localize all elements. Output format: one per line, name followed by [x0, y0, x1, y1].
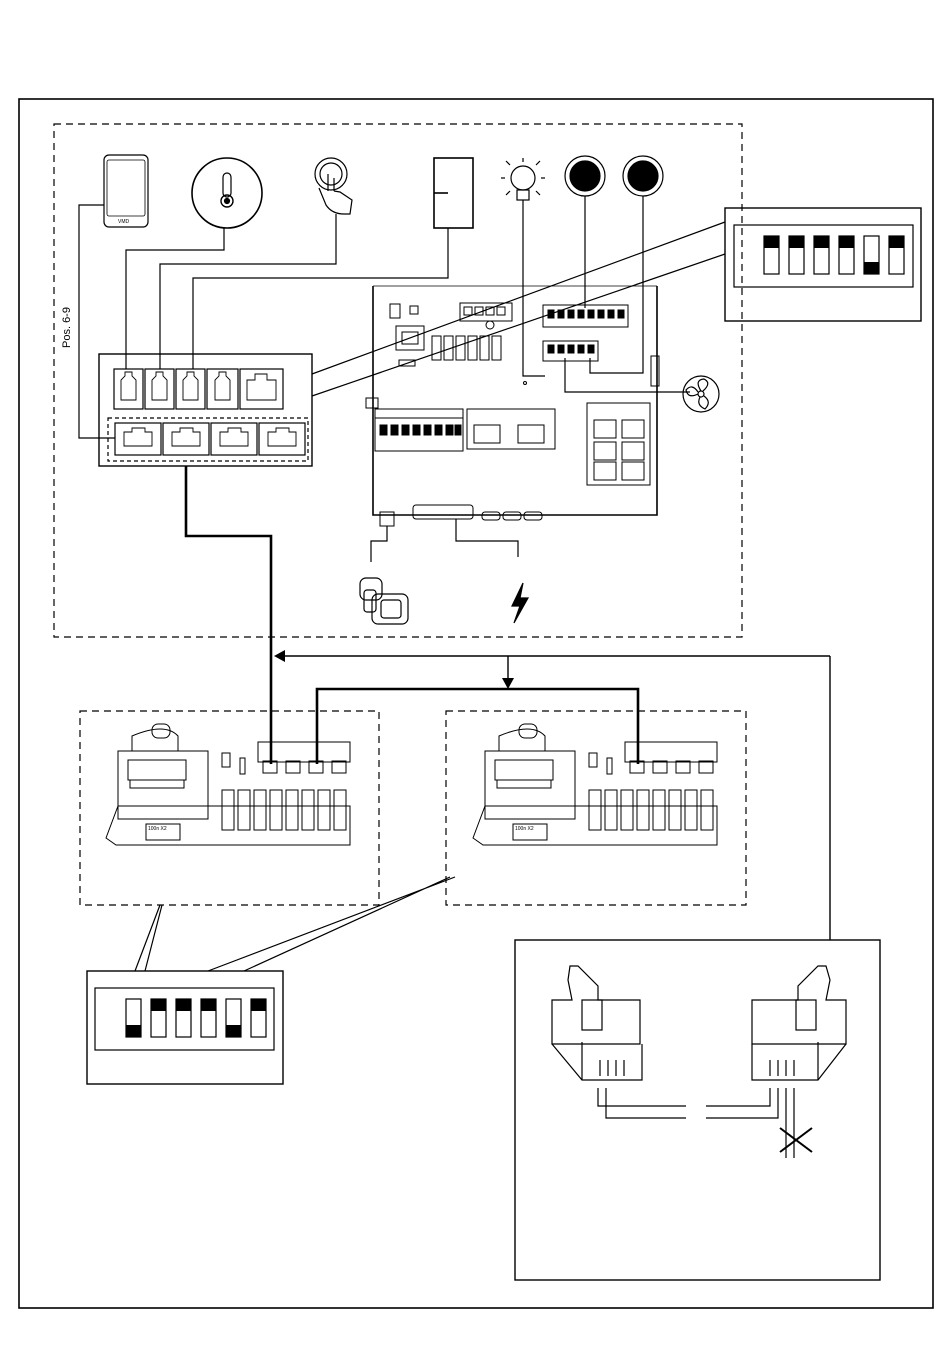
pcb-marking: 100n X2 — [148, 826, 167, 832]
rj-connector-icon — [552, 966, 642, 1080]
dip-callout-lines — [312, 222, 725, 396]
indicator-light-icon — [565, 156, 605, 196]
indicator-light-icon — [623, 156, 663, 196]
dip-knob-up — [839, 236, 854, 248]
dip-knob-up — [201, 999, 216, 1011]
dip-callout-lines — [135, 877, 455, 971]
dip-knob-down — [226, 1025, 241, 1037]
panel-brand: VMD — [118, 219, 130, 225]
main-controller-board — [366, 286, 659, 526]
dip-knob-up — [151, 999, 166, 1011]
dip-knob-up — [764, 236, 779, 248]
arrow-head — [274, 650, 285, 662]
rj-connector-icon — [752, 966, 846, 1080]
power-icon — [512, 583, 528, 623]
expansion-board: 100n X2 — [473, 724, 717, 845]
main-unit-enclosure — [54, 124, 742, 637]
expansion-board: 100n X2 — [106, 724, 350, 845]
dip-knob-down — [864, 262, 879, 274]
pump-wire — [371, 526, 387, 562]
dip-knob-down — [126, 1025, 141, 1037]
lamp-icon — [501, 158, 545, 200]
fan-icon — [683, 376, 719, 412]
bus-feed — [278, 656, 830, 940]
switch-icon — [434, 158, 473, 228]
pump-icon — [360, 578, 408, 624]
pcb-marking: 100n X2 — [515, 826, 534, 832]
rj-plug-detail — [515, 940, 880, 1280]
dip-knob-up — [889, 236, 904, 248]
thermostat-icon — [192, 158, 262, 228]
dip-switch-expansion — [87, 971, 283, 1084]
outer-frame — [19, 99, 933, 1308]
dip-knob-up — [789, 236, 804, 248]
dip-knob-up — [814, 236, 829, 248]
control-panel-icon: VMD — [104, 155, 148, 227]
dip-knob-up — [176, 999, 191, 1011]
cut-mark — [780, 1128, 812, 1152]
dip-knob-up — [251, 999, 266, 1011]
rj-connector-board — [99, 354, 312, 466]
arrow-head — [502, 678, 514, 689]
power-wire — [456, 519, 518, 557]
dip-switch-main — [725, 208, 921, 321]
pos-label: Pos. 6-9 — [61, 307, 73, 348]
push-button-icon — [315, 158, 352, 214]
bus-cables — [186, 466, 638, 764]
